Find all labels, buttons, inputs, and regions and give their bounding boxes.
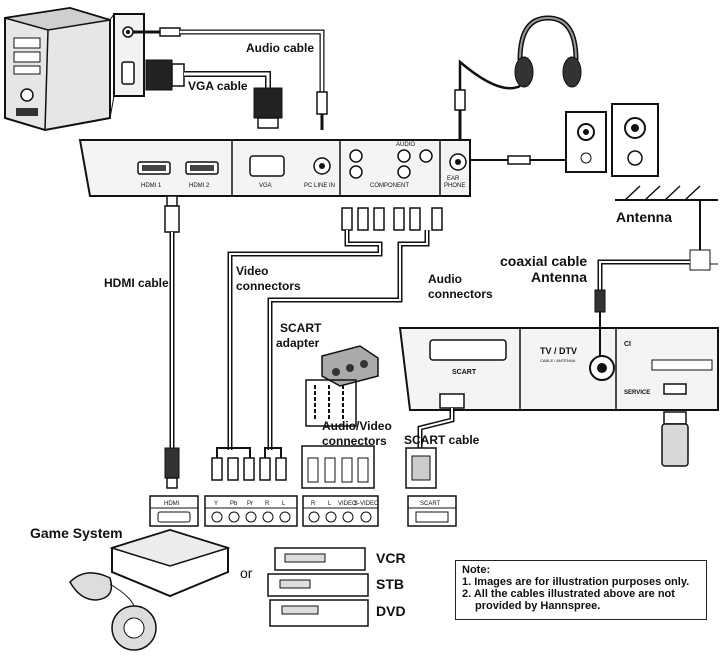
tv-cable-antenna-label: CABLE / ANTENNA [540,358,576,363]
device-svideo-label: S-VIDEO [354,501,379,507]
note-box: Note: 1. Images are for illustration pur… [455,560,707,620]
device-y-label: Y [214,501,218,507]
ear-phone-label-1: EAR [447,176,460,182]
device-r1-label: R [265,501,270,507]
coaxial-cable-label-2: Antenna [531,269,587,285]
note-line-1: 1. Images are for illustration purposes … [462,576,690,588]
note-line-2: 2. All the cables illustrated above are … [462,588,675,600]
vga-cable [145,59,283,129]
hdmi2-port-label: HDMI 2 [189,183,210,189]
dvd-label: DVD [376,603,406,619]
audio-port-label: AUDIO [396,142,415,148]
audio-cable-label: Audio cable [246,41,314,55]
pc-back-panel [109,13,145,119]
note-title: Note: [462,564,491,576]
note-line-3: provided by Hannspree. [475,600,601,612]
hdmi-cable-label: HDMI cable [104,276,169,290]
usb-stick-icon [661,411,689,467]
device-l1-label: L [282,501,286,507]
scart-cable-label: SCART cable [404,433,480,447]
pc-tower-icon [4,6,111,132]
coaxial-cable [594,259,690,356]
ear-phone-label-2: PHONE [444,183,465,189]
ci-label: CI [624,341,631,348]
tv-input-panel: HDMI 1 HDMI 2 VGA PC LINE IN COMPONENT A… [78,139,471,197]
vga-cable-label: VGA cable [188,79,248,93]
video-connectors-label-1: Video [236,264,268,278]
pc-line-in-port-label: PC LINE IN [304,183,335,189]
component-port-label: COMPONENT [370,183,409,189]
antenna-label: Antenna [616,209,672,225]
component-cables [227,207,443,450]
tv-scart-label: SCART [452,369,477,376]
scart-cable [405,393,465,489]
tv-dtv-label: TV / DTV [540,346,577,356]
audio-connectors-label-1: Audio [428,272,462,286]
antenna-icon [615,185,718,271]
game-system-label: Game System [30,525,123,541]
speakers-icon [468,103,659,177]
service-label: SERVICE [624,390,650,396]
audio-connectors-label-2: connectors [428,287,493,301]
av-connectors-label-1: Audio/Video [322,419,392,433]
device-pb-label: Pb [230,501,238,507]
coaxial-cable-label-1: coaxial cable [500,253,587,269]
hdmi1-port-label: HDMI 1 [141,183,162,189]
headphones-icon [454,15,582,150]
vcr-label: VCR [376,550,406,566]
device-rca-plugs [211,447,287,481]
device-scart-label: SCART [420,501,441,507]
device-hdmi-label: HDMI [164,501,180,507]
video-connectors-label-2: connectors [236,279,301,293]
audio-cable-pc [133,27,328,130]
game-system-icon [69,528,231,651]
stb-label: STB [376,576,404,592]
tv-dtv-panel: SCART TV / DTV CABLE / ANTENNA CI SERVIC… [398,327,719,411]
scart-adapter-icon [301,345,379,489]
scart-adapter-label-1: SCART [280,321,322,335]
device-video-label: VIDEO [338,501,357,507]
device-r2-label: R [311,501,316,507]
device-l2-label: L [328,501,332,507]
hdmi-cable [164,195,180,489]
scart-adapter-label-2: adapter [276,336,320,350]
device-input-panel: HDMI Y Pb Pr R L R L VIDEO S-VIDEO SCART [149,495,457,527]
av-connectors-label-2: connectors [322,434,387,448]
device-pr-label: Pr [247,501,253,507]
or-label: or [240,565,253,581]
vga-port-label: VGA [259,183,272,189]
vcr-stb-dvd-stack-icon [267,547,369,627]
